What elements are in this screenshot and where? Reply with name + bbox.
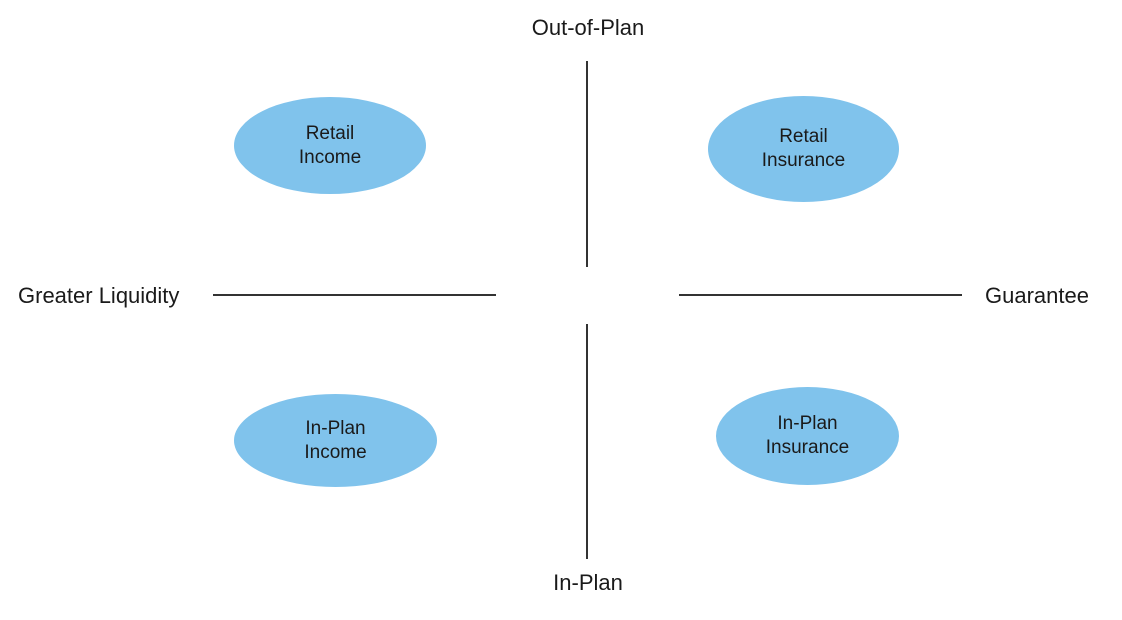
axis-label-left: Greater Liquidity xyxy=(18,283,180,308)
in-plan-income-text: In-Plan Income xyxy=(304,417,366,465)
vertical-axis-line-top xyxy=(586,61,588,267)
in-plan-income-node: In-Plan Income xyxy=(234,394,437,487)
in-plan-insurance-line2: Insurance xyxy=(765,437,850,458)
horizontal-axis-line-left xyxy=(213,294,496,296)
retail-income-text: Retail Income xyxy=(299,122,361,170)
in-plan-insurance-line1: In-Plan xyxy=(777,413,838,434)
axis-label-bottom: In-Plan xyxy=(553,570,623,595)
in-plan-insurance-node: In-Plan Insurance xyxy=(716,387,899,485)
in-plan-income-line1: In-Plan xyxy=(305,417,366,439)
retail-income-node: Retail Income xyxy=(234,97,426,194)
retail-income-line2: Income xyxy=(298,146,362,168)
retail-insurance-text: Retail Insurance xyxy=(762,125,845,173)
retail-insurance-line1: Retail xyxy=(779,126,828,147)
in-plan-income-line2: Income xyxy=(304,441,367,463)
horizontal-axis-line-right xyxy=(679,294,962,296)
axis-label-top: Out-of-Plan xyxy=(531,15,645,40)
vertical-axis-line-bottom xyxy=(586,324,588,559)
in-plan-insurance-text: In-Plan Insurance xyxy=(766,412,849,460)
retail-insurance-line2: Insurance xyxy=(761,150,846,171)
retail-income-line1: Retail xyxy=(305,122,355,144)
retail-insurance-node: Retail Insurance xyxy=(708,96,899,202)
axis-label-right: Guarantee xyxy=(985,283,1089,308)
